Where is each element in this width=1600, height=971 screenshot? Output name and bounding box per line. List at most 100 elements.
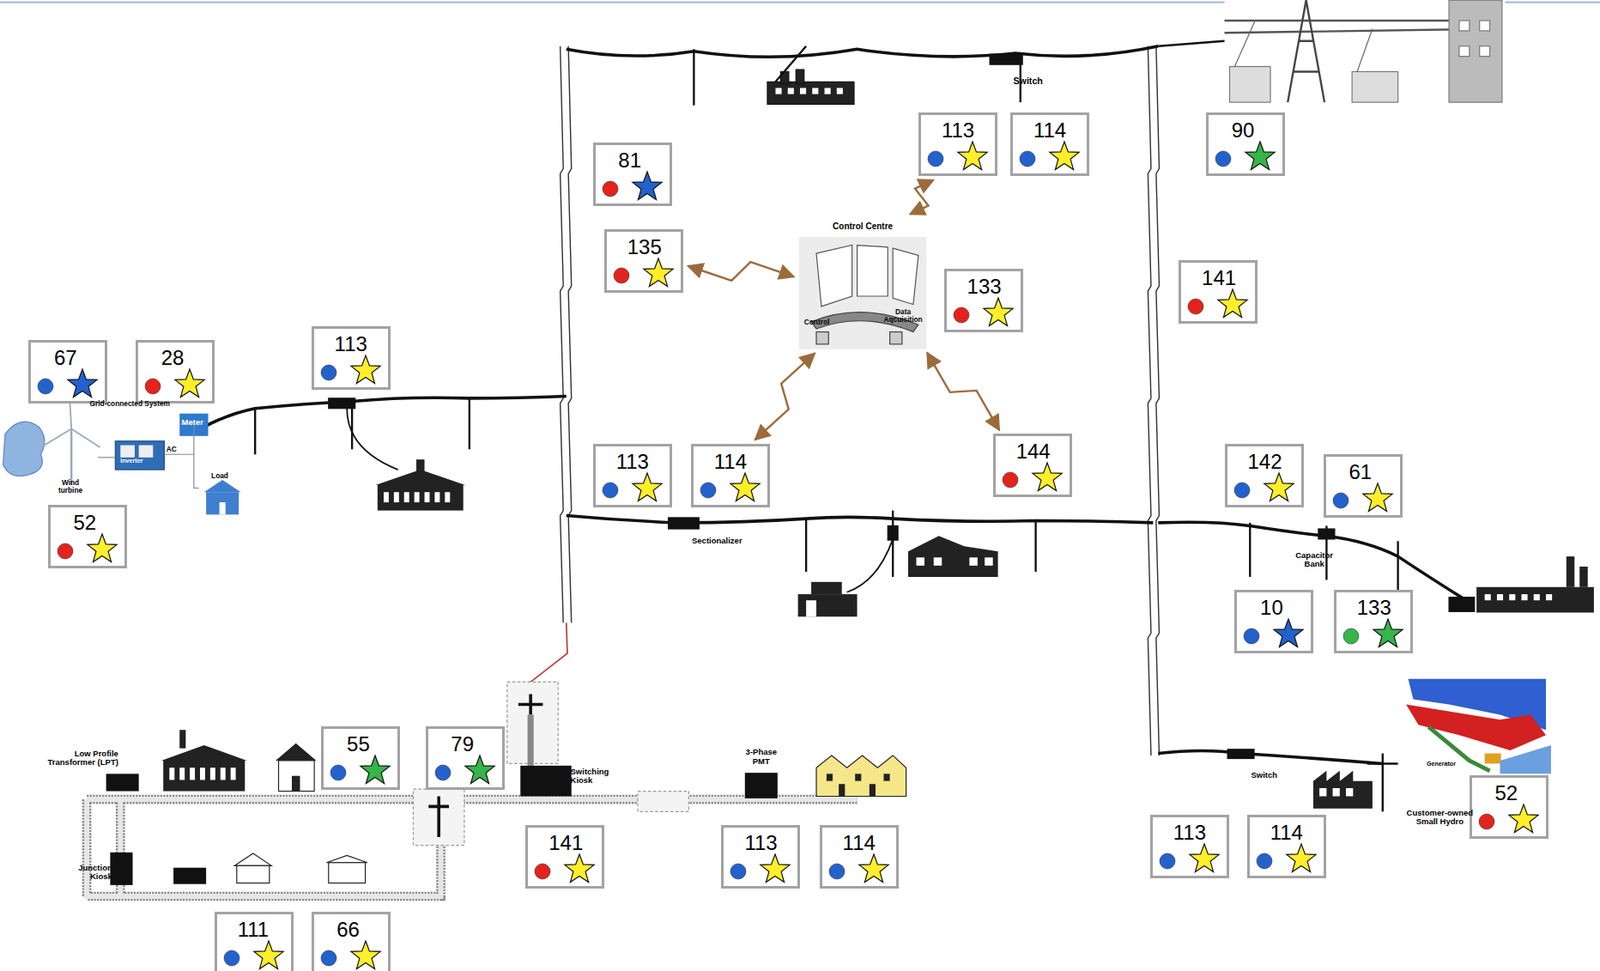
callout-box: 111 [214, 911, 294, 971]
status-dot [1187, 298, 1204, 315]
status-dot [1343, 628, 1359, 644]
factory [1509, 593, 1516, 600]
right-feeder [1248, 522, 1251, 577]
hydro-feeder [1381, 753, 1384, 813]
rating-star [632, 171, 662, 200]
factory [1476, 587, 1594, 613]
callout-number: 114 [842, 830, 876, 855]
substation [1224, 0, 1503, 103]
underground-feed [507, 622, 568, 765]
substation [1459, 20, 1491, 57]
hydro-feeder [1157, 751, 1383, 764]
hydro-plant [1400, 673, 1552, 775]
middle-feeder [668, 517, 700, 529]
substation [1459, 20, 1470, 31]
header-rule [0, 0, 1225, 3]
wind-system [3, 421, 45, 476]
rating-star [1509, 804, 1539, 833]
rating-star [730, 472, 760, 502]
callout-box: 142 [1224, 443, 1304, 508]
underground-feed [530, 622, 568, 682]
buildings [163, 760, 245, 792]
school-building [424, 491, 431, 503]
school-building [383, 491, 450, 503]
rating-star [67, 369, 97, 398]
status-dot [953, 307, 970, 323]
substation [1351, 71, 1398, 103]
school-building [416, 459, 425, 472]
rating-star [360, 755, 390, 784]
comm-link [688, 261, 794, 281]
buildings [179, 767, 185, 780]
power-plant [775, 46, 807, 83]
buildings [169, 767, 236, 780]
wind-system [120, 445, 135, 458]
status-dot [1215, 151, 1231, 167]
buildings [161, 745, 248, 761]
part-label: Switching Kiosk [570, 767, 616, 786]
overhead-line [1157, 41, 1225, 47]
control-centre-graphic [816, 332, 829, 345]
middle-feeder [891, 510, 894, 577]
rating-star [1363, 483, 1393, 512]
callout-number: 113 [744, 830, 777, 855]
callout-box: 55 [321, 726, 400, 790]
school-building [375, 469, 466, 485]
buildings [220, 767, 226, 780]
cable-trench [86, 788, 858, 897]
callout-number: 90 [1231, 118, 1255, 143]
overhead-line [566, 46, 1158, 58]
control-centre: Control Centre [799, 218, 928, 349]
rating-star [957, 141, 988, 170]
part-label: Switch [1250, 770, 1278, 780]
status-dot [1478, 813, 1495, 830]
small-factory [1319, 787, 1353, 797]
rating-star [175, 369, 205, 398]
school-building [404, 491, 410, 503]
rating-star [1263, 472, 1293, 502]
factory [1533, 593, 1540, 600]
underground-equipment [109, 852, 133, 885]
part-label: Control [804, 318, 831, 327]
control-centre-graphic [816, 245, 919, 307]
callout-box: 144 [993, 433, 1073, 497]
callout-box: 52 [1469, 775, 1549, 839]
rating-star [1218, 289, 1248, 318]
buildings [816, 755, 907, 797]
hydro-plant [1406, 703, 1546, 750]
buildings [234, 853, 272, 866]
underground-feed [518, 694, 544, 716]
callout-number: 79 [450, 732, 474, 757]
house [933, 557, 943, 566]
status-dot [602, 181, 619, 197]
callout-number: 113 [334, 332, 368, 357]
status-dot [145, 378, 161, 394]
hydro-feeder [1227, 749, 1255, 759]
callout-box: 113 [918, 112, 998, 176]
status-dot [1256, 853, 1273, 869]
middle-feeder [1034, 521, 1037, 572]
pole-line [560, 46, 564, 624]
rating-star [632, 472, 662, 502]
right-feeder [1448, 597, 1475, 613]
callout-box: 114 [819, 824, 899, 889]
factory [1484, 593, 1552, 600]
substation [1459, 46, 1470, 57]
callout-number: 55 [346, 732, 370, 757]
status-dot [700, 482, 716, 498]
factory [1579, 566, 1588, 588]
rating-star [254, 940, 284, 970]
callout-number: 133 [967, 274, 1002, 299]
rating-star [1049, 141, 1079, 170]
callout-number: 114 [1270, 820, 1304, 845]
hydro-plant [1400, 673, 1552, 775]
callout-box: 79 [425, 726, 505, 790]
rating-star [760, 854, 790, 883]
power-plant [775, 87, 782, 94]
callout-number: 111 [237, 917, 269, 942]
rating-star [350, 355, 380, 384]
factory [1496, 593, 1504, 600]
status-dot [1234, 482, 1250, 498]
callout-number: 141 [548, 830, 583, 855]
kiosk-building [806, 600, 817, 617]
